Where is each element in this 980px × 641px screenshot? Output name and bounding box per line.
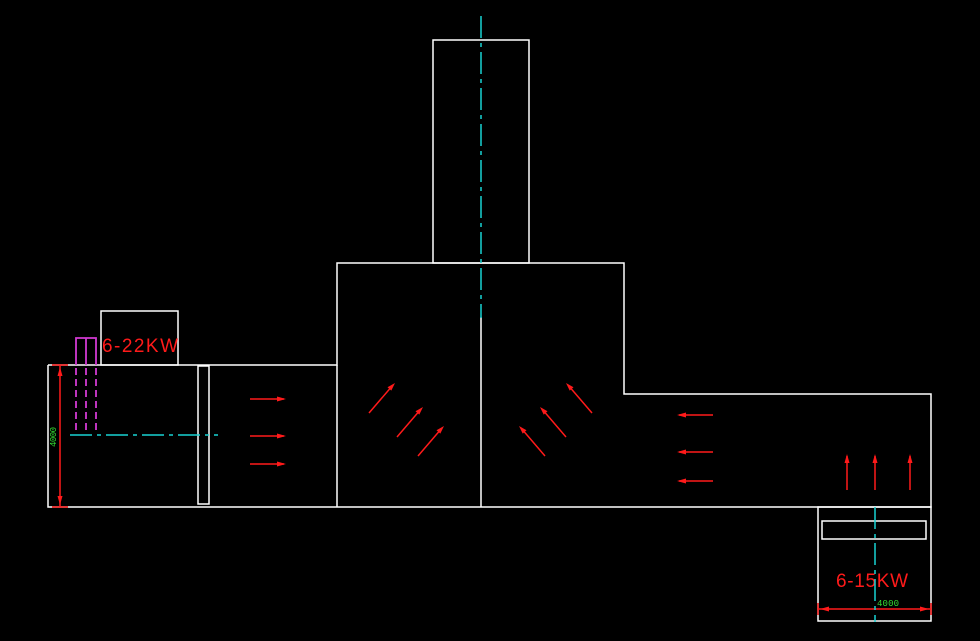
left-unit-label: 6-22KW: [102, 336, 178, 357]
left-height-value: 4000: [49, 427, 59, 447]
left-height-dimension: 4000: [49, 364, 68, 508]
heater-elements: [75, 337, 97, 434]
right-width-value: 4000: [877, 599, 899, 609]
left-fan-box: [100, 310, 179, 366]
centerlines: [70, 16, 876, 622]
right-fan-slot: [821, 520, 927, 540]
main-duct-outline: [47, 262, 932, 508]
right-unit-label: 6-15KW: [836, 571, 908, 592]
airflow-arrows: [250, 383, 913, 490]
